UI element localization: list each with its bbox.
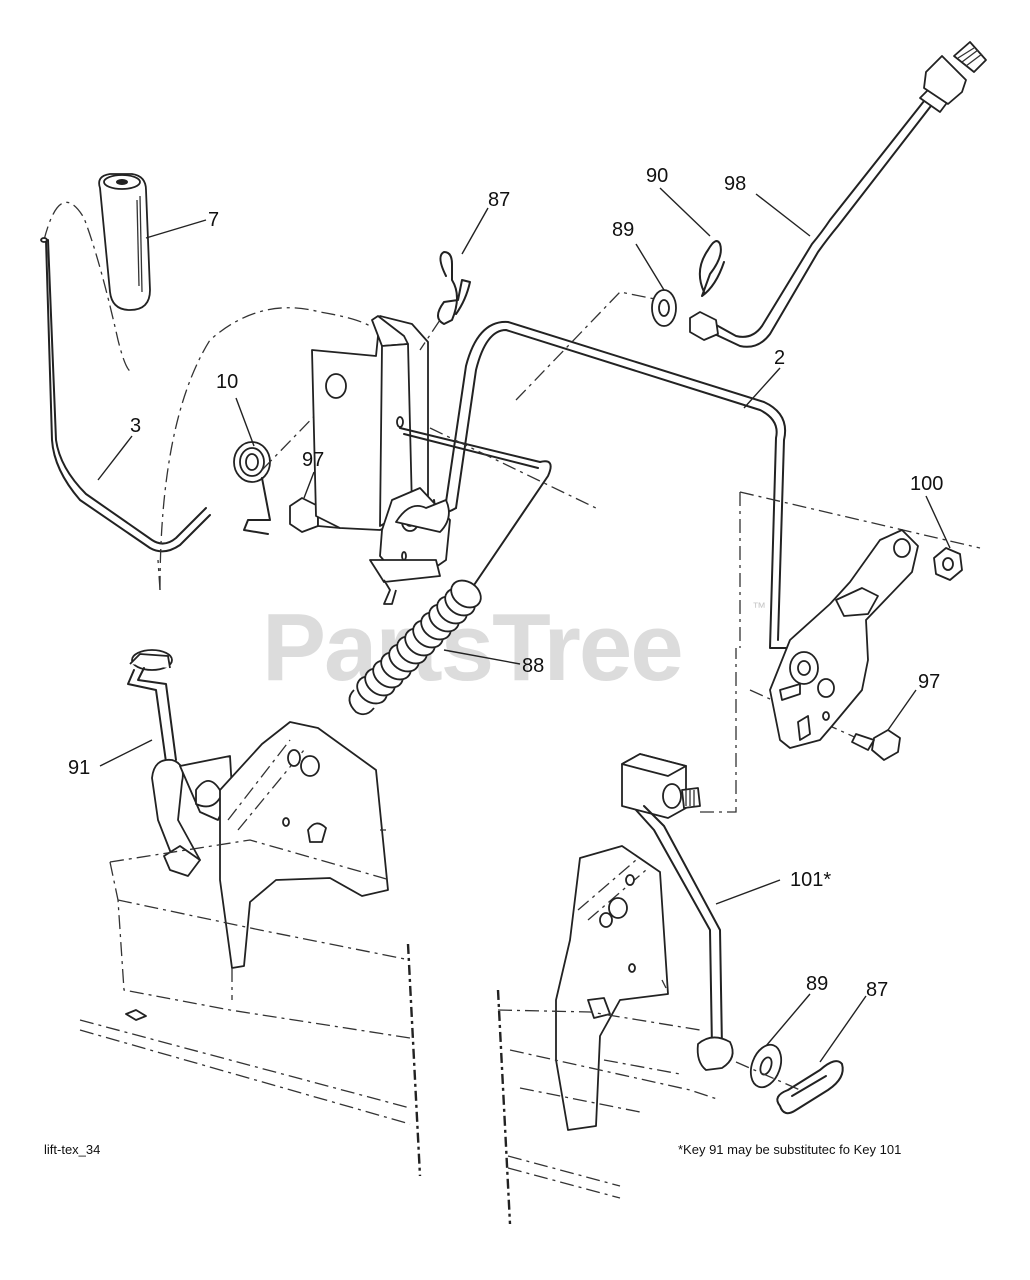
callout-7: 7 (208, 209, 219, 231)
right-side-plate (555, 845, 669, 1131)
callout-90: 90 (646, 165, 668, 187)
callout-87-top: 87 (488, 189, 510, 211)
left-deck-body (79, 839, 422, 1177)
part-3-lift-handle (40, 201, 211, 591)
center-pivot-bracket (311, 315, 451, 605)
trademark-icon: ™ (752, 599, 766, 615)
callout-101: 101* (790, 869, 831, 891)
callout-89-top: 89 (612, 219, 634, 241)
watermark: PartsTree ™ (262, 594, 766, 701)
callout-labels: 7 87 90 98 89 10 3 97 2 100 88 97 91 101… (68, 165, 943, 1001)
left-side-plate (219, 721, 389, 969)
part-10-spring (233, 399, 331, 535)
part-87-clip-bottom (735, 1060, 844, 1115)
part-7-grip (98, 173, 151, 311)
diagram-id: lift-tex_34 (44, 1142, 100, 1157)
part-89-washer-top (651, 289, 677, 327)
right-lift-bracket (769, 529, 919, 749)
callout-88: 88 (522, 655, 544, 677)
part-2-lift-shaft (395, 320, 801, 649)
callout-87-bottom: 87 (866, 979, 888, 1001)
part-100-nut (933, 547, 963, 581)
callout-2: 2 (774, 347, 785, 369)
leader-lines (97, 187, 951, 1063)
part-98-rod (689, 41, 987, 348)
part-97-bolt-right (851, 729, 901, 761)
callout-97-left: 97 (302, 449, 324, 471)
part-101-lift-link (621, 753, 734, 1071)
part-89-washer-bottom (749, 1043, 783, 1089)
callout-89-bottom: 89 (806, 973, 828, 995)
callout-98: 98 (724, 173, 746, 195)
callout-3: 3 (130, 415, 141, 437)
part-87-clip-top (419, 251, 471, 351)
footnote: *Key 91 may be substitutec fo Key 101 (678, 1142, 901, 1157)
callout-91: 91 (68, 757, 90, 779)
part-90-clip (698, 240, 725, 297)
callout-97-right: 97 (918, 671, 940, 693)
callout-10: 10 (216, 371, 238, 393)
part-88-extension-spring (348, 427, 552, 716)
right-deck-body (496, 989, 721, 1225)
callout-100: 100 (910, 473, 943, 495)
spring-coils (348, 579, 482, 716)
